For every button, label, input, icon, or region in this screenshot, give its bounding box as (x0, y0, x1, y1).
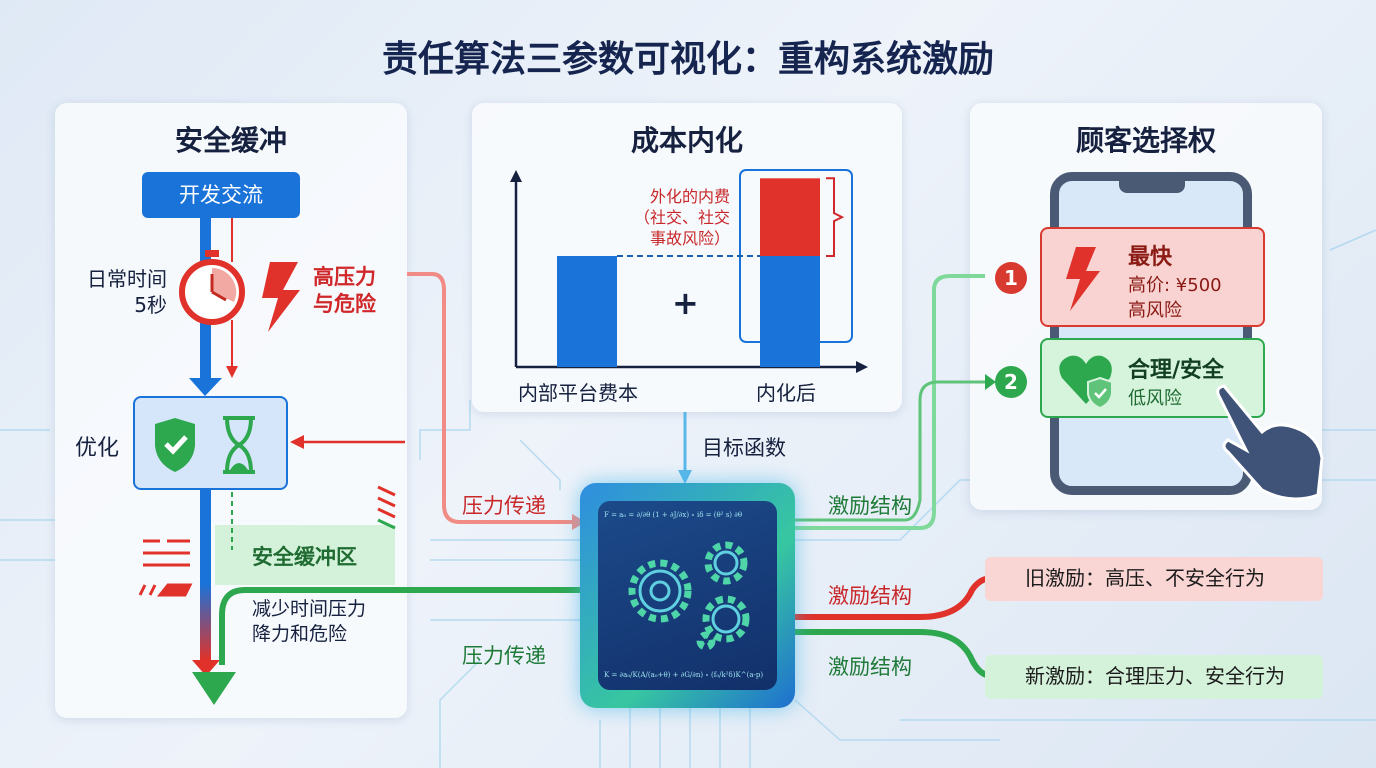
high-pressure-label: 高压力与危险 (313, 264, 376, 318)
x-tick-label: 内化后 (756, 381, 816, 405)
incentive-structure-label-top: 激励结构 (828, 494, 912, 518)
old-incentive-arrow (795, 575, 993, 620)
optimize-label: 优化 (75, 436, 120, 461)
speed-lines-icon (138, 539, 193, 597)
option-price: 高价: ¥500 (1128, 275, 1222, 296)
annotation-line1: 外化的内费 (649, 187, 730, 206)
dev-exchange-button[interactable]: 开发交流 (142, 172, 300, 218)
incentive-structure-label-red: 激励结构 (828, 584, 912, 608)
x-tick-label: 内部平台费本 (518, 381, 638, 405)
bar-internal (760, 256, 820, 367)
panel-title: 成本内化 (630, 124, 743, 157)
flow-arrow-head (189, 378, 222, 396)
hazard-stripes-icon (377, 485, 396, 530)
cost-chart (510, 169, 868, 373)
stopwatch-icon (179, 250, 245, 325)
option-risk: 低风险 (1128, 388, 1182, 409)
hourglass-icon (223, 416, 255, 474)
option-fastest-card[interactable]: 最快 高价: ¥500 高风险 (1040, 227, 1265, 327)
bar-externalized (760, 178, 820, 256)
option-title: 最快 (1128, 245, 1173, 270)
panel-title: 顾客选择权 (1075, 124, 1216, 157)
pressure-transfer-arrow-red (407, 272, 572, 524)
formula-bottom: K = ∂a₀/K(A/(a₀+θ) + ∂G/∂n) ∘ (f₀/k²δ)K^… (604, 671, 764, 679)
buffer-zone-label: 安全缓冲区 (252, 545, 357, 569)
pressure-transfer-label-green: 压力传递 (462, 644, 546, 668)
option-number-badge: 2 (995, 366, 1027, 398)
gears-icon (628, 541, 750, 651)
pressure-line1: 高压力 (313, 265, 376, 289)
plus-operator: + (672, 284, 699, 322)
option-risk: 高风险 (1128, 300, 1182, 321)
algorithm-chip: F = a₀ = ∂/∂θ (1 + ∂J/∂x) ∘ iδ = (θ² s) … (580, 483, 795, 708)
page-title: 责任算法三参数可视化：重构系统激励 (381, 39, 994, 80)
new-incentive-box: 新激励：合理压力、安全行为 (985, 655, 1323, 699)
pressure-transfer-label-red: 压力传递 (462, 494, 546, 518)
option-number-badge: 1 (995, 262, 1027, 294)
bar-internal (557, 256, 617, 367)
main-flow-line-lower (200, 490, 211, 660)
option-title: 合理/安全 (1128, 358, 1225, 383)
panel-title: 安全缓冲 (174, 124, 287, 157)
lightning-icon (262, 262, 300, 332)
cost-internalization-panel: 成本内化 (472, 103, 902, 412)
annotation-line2: （社交、社交 (633, 208, 730, 227)
optimize-box (133, 396, 288, 490)
new-incentive-arrow (795, 629, 993, 679)
incentive-arrow-top (795, 274, 985, 530)
pressure-line2: 与危险 (313, 292, 376, 316)
incentive-structure-label-green: 激励结构 (828, 655, 912, 679)
buffer-zone-area (215, 525, 395, 585)
green-arrow-head (192, 672, 236, 705)
lightning-icon (1066, 247, 1100, 311)
reduce-pressure-label: 减少时间压力降力和危险 (252, 597, 366, 647)
daily-seconds: 5秒 (134, 293, 167, 317)
buffer-return-arrow (219, 587, 580, 665)
objective-function-label: 目标函数 (702, 436, 786, 460)
reduce-line2: 降力和危险 (252, 623, 348, 645)
chip-screen: F = a₀ = ∂/∂θ (1 + ∂J/∂x) ∘ iδ = (θ² s) … (598, 501, 777, 690)
phone-notch (1119, 181, 1185, 193)
old-incentive-box: 旧激励：高压、不安全行为 (985, 557, 1323, 601)
phone-frame (1050, 172, 1252, 495)
heart-shield-icon (1059, 355, 1113, 408)
formula-top: F = a₀ = ∂/∂θ (1 + ∂J/∂x) ∘ iδ = (θ² s) … (604, 511, 743, 519)
bracket-icon (826, 177, 845, 257)
objective-arrow-head (678, 470, 692, 484)
shield-check-icon (155, 416, 255, 474)
pressure-arrow-head (290, 435, 304, 449)
daily-time: 日常时间 (87, 267, 167, 291)
externalized-cost-annotation: 外化的内费 （社交、社交事故风险） (600, 186, 730, 249)
reduce-line1: 减少时间压力 (252, 598, 367, 620)
annotation-line3: 事故风险） (649, 229, 730, 248)
